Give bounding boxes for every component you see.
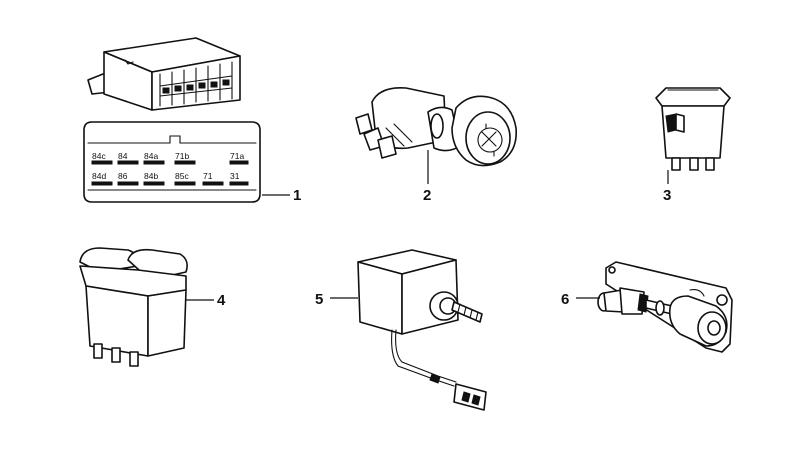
terminal-label: 86: [118, 171, 128, 181]
part-number: 5: [315, 291, 323, 308]
terminal-label: 84d: [92, 171, 106, 181]
terminal-label: 71a: [230, 151, 244, 161]
terminal-label: 84: [118, 151, 128, 161]
part-number: 1: [293, 187, 301, 204]
terminal-label: 71: [203, 171, 213, 181]
part-number: 6: [561, 291, 569, 308]
rocker-switch-icon: [655, 87, 731, 171]
terminal-label: 85c: [175, 171, 189, 181]
push-switch-icon: [79, 247, 188, 367]
solenoid-icon: [597, 261, 733, 353]
relay-icon: 84c 84 84a 71b 71a 84d 86 84b 85c 71 31: [83, 37, 261, 203]
terminal-label: 71b: [175, 151, 189, 161]
actuator-icon: [357, 249, 487, 411]
part-number: 3: [663, 187, 671, 204]
terminal-label: 84b: [144, 171, 158, 181]
terminal-label: 31: [230, 171, 240, 181]
terminal-label: 84a: [144, 151, 158, 161]
part-number: 4: [217, 292, 226, 309]
part-number: 2: [423, 187, 431, 204]
terminal-label: 84c: [92, 151, 106, 161]
ignition-switch-icon: [355, 86, 517, 167]
